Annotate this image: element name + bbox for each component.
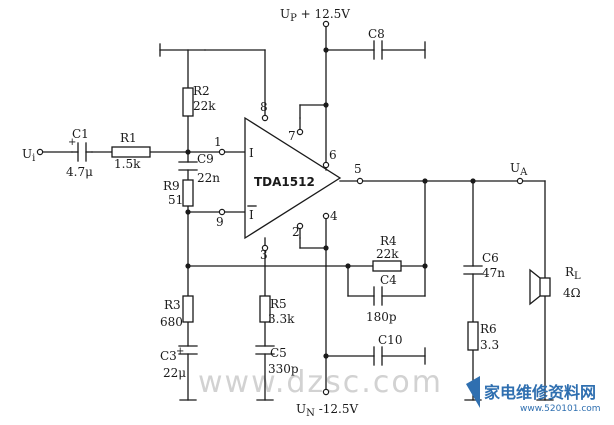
c1-value: 4.7μ: [66, 165, 93, 179]
pin-4: [322, 212, 330, 220]
logo-mark: [466, 376, 480, 408]
pin-7: [296, 128, 304, 136]
site-logo: 家电维修资料网 www.520101.com: [466, 376, 601, 414]
brand-url: www.520101.com: [520, 404, 601, 414]
rl-ref: RL: [565, 265, 581, 282]
c3-value: 22μ: [163, 366, 186, 380]
r6-ref: R6: [480, 322, 497, 336]
positive-supply-terminal: [322, 20, 330, 28]
capacitor-c9: C9 22n: [178, 152, 220, 185]
r9-value: 51: [168, 193, 183, 207]
resistor-r6: R6 3.3: [467, 321, 499, 352]
capacitor-c5: C5 330p: [255, 345, 299, 376]
pin-8-label: 8: [260, 100, 268, 114]
inverting-input-label: I: [249, 208, 254, 222]
r4-ref: R4: [380, 234, 397, 248]
wires: [39, 23, 554, 401]
resistor-r2: R2 22k: [182, 84, 216, 117]
pin-3-label: 3: [260, 248, 268, 262]
pin-5-label: 5: [354, 162, 362, 176]
pin-9: [218, 208, 226, 216]
capacitor-c3: C3 + 22μ: [160, 345, 198, 380]
pin-9-label: 9: [216, 215, 224, 229]
output-label: UA: [510, 161, 528, 178]
tda1512-amplifier: TDA1512 I I 1 9 8 7 6 5 4 2 3: [214, 100, 364, 262]
c10-ref: C10: [378, 333, 402, 347]
negative-supply-label: UN -12.5V: [296, 402, 358, 419]
capacitor-c4: C4 180p: [366, 273, 397, 324]
resistor-r9: R9 51: [163, 179, 194, 207]
ic-name: TDA1512: [254, 175, 315, 189]
brand-name: 家电维修资料网: [484, 383, 596, 402]
pin-3: [261, 244, 269, 252]
c5-value: 330p: [268, 362, 299, 376]
pin-1-label: 1: [214, 135, 222, 149]
opamp-triangle: [244, 116, 342, 240]
c8-ref: C8: [368, 27, 385, 41]
resistor-r3: R3 680: [160, 295, 194, 329]
rl-value: 4Ω: [563, 286, 581, 300]
pin-6-label: 6: [329, 148, 337, 162]
noninverting-input-label: I: [249, 146, 254, 160]
pin-1: [218, 148, 226, 156]
c1-polarity: +: [68, 137, 76, 148]
resistor-r4: R4 22k: [372, 234, 402, 272]
resistor-r5: R5 3.3k: [259, 295, 295, 326]
c6-value: 47n: [482, 266, 505, 280]
c3-polarity: +: [176, 346, 184, 357]
c5-ref: C5: [270, 346, 287, 360]
capacitor-c8: C8: [368, 27, 385, 60]
pin-5: [356, 177, 364, 185]
r1-value: 1.5k: [114, 157, 141, 171]
r6-value: 3.3: [480, 338, 499, 352]
r3-ref: R3: [164, 298, 181, 312]
capacitor-c6: C6 47n: [463, 251, 505, 280]
capacitor-c1: + C1 4.7μ: [66, 127, 93, 179]
c4-value: 180p: [366, 310, 397, 324]
c3-ref: C3: [160, 349, 177, 363]
pin-4-label: 4: [330, 209, 338, 223]
resistor-r1: R1 1.5k: [111, 131, 151, 171]
capacitor-c10: C10: [373, 333, 402, 366]
input-label: Ui: [22, 147, 35, 164]
r9-ref: R9: [163, 179, 180, 193]
pin-8: [261, 114, 269, 122]
output-terminal: [516, 177, 524, 185]
input-terminal: [36, 148, 44, 156]
r4-value: 22k: [376, 247, 399, 261]
c6-ref: C6: [482, 251, 499, 265]
r3-value: 680: [160, 315, 183, 329]
positive-supply-label: UP + 12.5V: [280, 7, 350, 24]
c4-ref: C4: [380, 273, 397, 287]
junction-dots: [185, 47, 476, 359]
watermark-text: www.dzsc.com: [198, 365, 443, 400]
pin-2-label: 2: [292, 225, 300, 239]
pin-7-label: 7: [288, 129, 296, 143]
speaker-rl: RL 4Ω: [529, 265, 581, 306]
r2-ref: R2: [193, 84, 210, 98]
r5-ref: R5: [270, 297, 287, 311]
r1-ref: R1: [120, 131, 137, 145]
c9-value: 22n: [197, 171, 220, 185]
c9-ref: C9: [197, 152, 214, 166]
c1-ref: C1: [72, 127, 89, 141]
r5-value: 3.3k: [268, 312, 295, 326]
r2-value: 22k: [193, 99, 216, 113]
negative-supply-terminal: [322, 388, 330, 396]
pin-6: [322, 161, 330, 169]
